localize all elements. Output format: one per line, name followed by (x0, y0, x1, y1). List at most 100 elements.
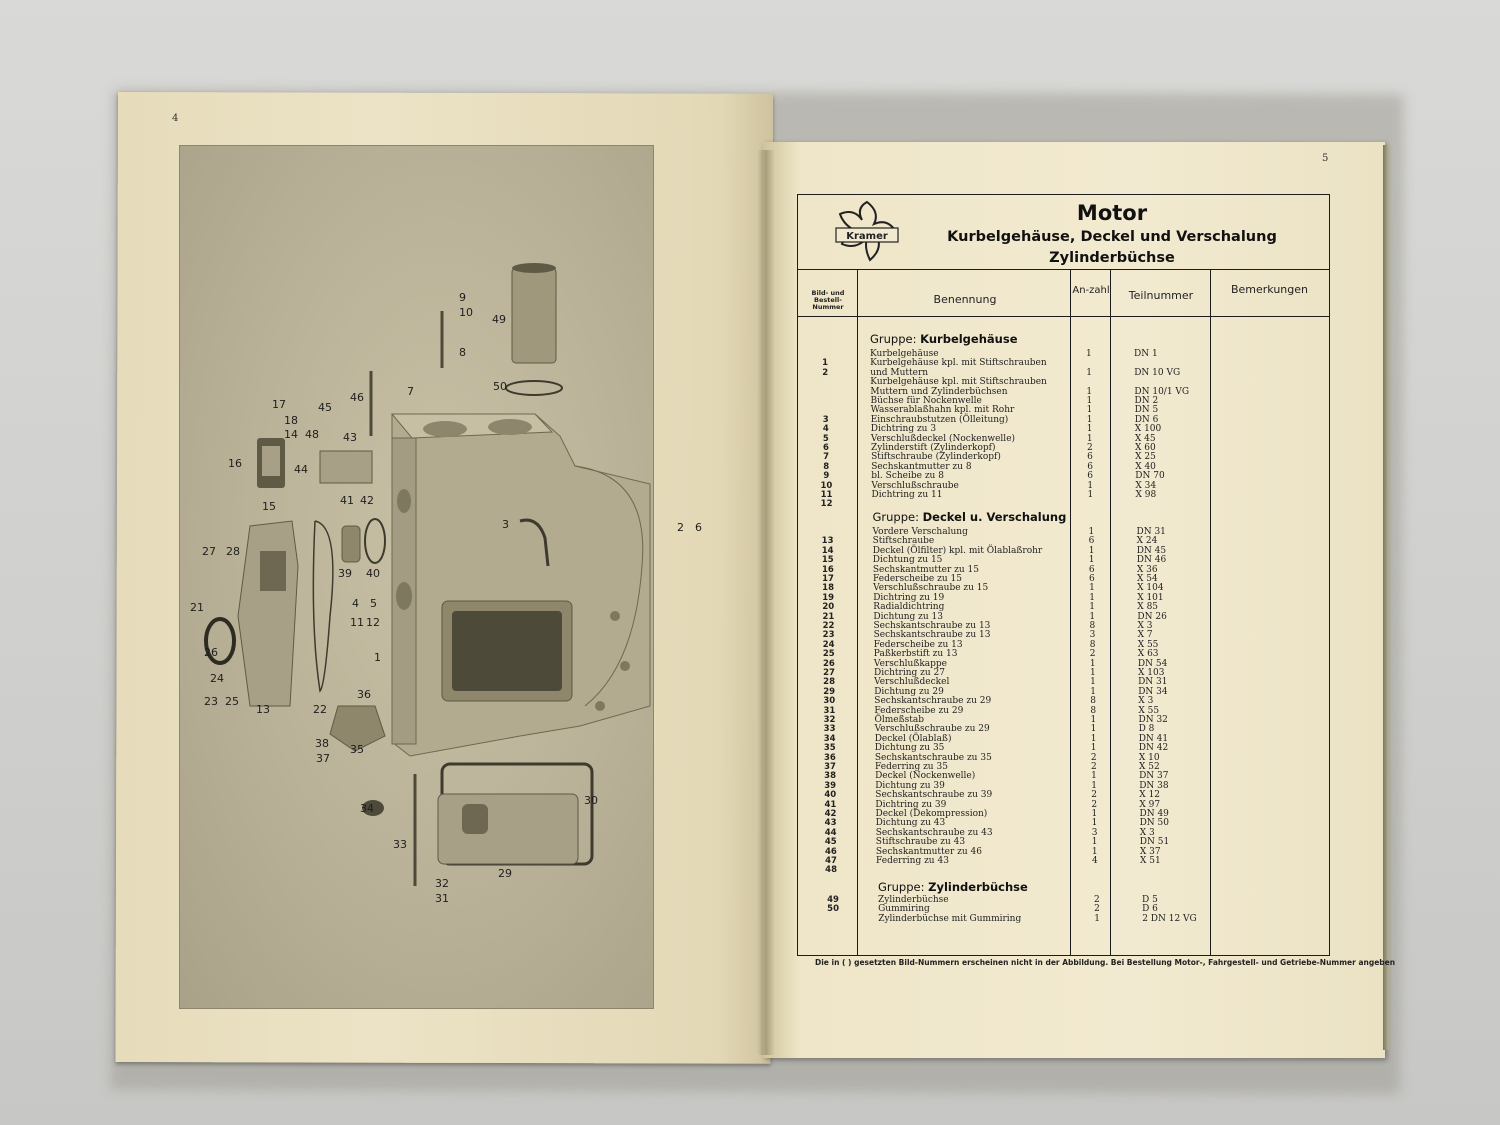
row-benennung: Gummiring (878, 904, 930, 915)
callout-9: 9 (459, 291, 466, 304)
row-teilnummer: X 3 (1138, 696, 1154, 707)
row-benennung: Sechskantschraube zu 43 (875, 827, 993, 838)
row-teilnummer: X 25 (1135, 452, 1156, 463)
row-benennung: Ölmeßstab (874, 715, 925, 725)
row-teilnummer: DN 2 (1134, 396, 1159, 406)
row-benennung: Federscheibe zu 13 (873, 639, 963, 650)
callout-36: 36 (357, 688, 371, 701)
group-label: Gruppe: (872, 510, 923, 524)
row-benennung: Deckel (Ölfilter) kpl. mit Ölablaßrohr (872, 545, 1043, 556)
row-bild-nummer: 37 (824, 762, 836, 772)
row-benennung: Dichtring zu 3 (870, 424, 937, 435)
callout-26: 26 (204, 646, 218, 659)
row-teilnummer: X 7 (1137, 630, 1153, 641)
row-teilnummer: DN 6 (1134, 414, 1159, 425)
row-bild-nummer: 24 (822, 639, 835, 650)
callout-2: 2 (677, 521, 684, 534)
page-gutter (757, 150, 775, 1055)
row-teilnummer: DN 41 (1138, 733, 1169, 744)
callout-42: 42 (360, 494, 374, 507)
row-anzahl: 1 (1089, 602, 1096, 613)
callout-14: 14 (284, 428, 298, 441)
row-teilnummer: X 37 (1139, 846, 1161, 857)
row-teilnummer: X 45 (1134, 433, 1156, 444)
row-anzahl: 2 (1091, 762, 1097, 772)
row-bild-nummer: 44 (824, 827, 837, 838)
row-anzahl: 1 (1086, 367, 1092, 378)
column-divider (1070, 270, 1071, 955)
column-divider (1110, 270, 1111, 955)
row-anzahl: 1 (1088, 555, 1095, 566)
row-bild-nummer: 28 (823, 677, 836, 688)
group-name: Kurbelgehäuse (920, 332, 1018, 346)
row-benennung: Federring zu 43 (876, 856, 949, 866)
row-bild-nummer: 38 (824, 771, 837, 782)
row-teilnummer: D 5 (1142, 895, 1158, 905)
row-bild-nummer: 2 (822, 367, 829, 378)
callout-16: 16 (228, 457, 242, 470)
callout-49: 49 (492, 313, 506, 326)
callout-8: 8 (459, 346, 466, 359)
row-benennung: Verschlußschraube (871, 480, 959, 491)
row-anzahl: 1 (1091, 846, 1098, 857)
row-anzahl: 2 (1090, 752, 1097, 763)
row-teilnummer: DN 1 (1134, 349, 1158, 359)
callout-23: 23 (204, 695, 218, 708)
row-anzahl: 1 (1088, 545, 1095, 556)
callout-31: 31 (435, 892, 449, 905)
row-benennung: Dichtung zu 29 (874, 686, 944, 697)
column-header-anzahl: An-zahl (1072, 285, 1110, 296)
row-bild-nummer: 40 (824, 790, 837, 801)
callout-39: 39 (338, 567, 352, 580)
callout-4: 4 (352, 597, 359, 610)
row-bild-nummer: 9 (823, 471, 830, 482)
row-benennung: und Muttern (870, 367, 929, 378)
row-bild-nummer: 31 (823, 705, 836, 716)
row-anzahl: 1 (1086, 414, 1093, 425)
row-benennung: Sechskantmutter zu 46 (875, 846, 982, 857)
row-teilnummer: DN 32 (1138, 715, 1168, 725)
group-name: Deckel u. Verschalung (922, 510, 1067, 524)
row-bild-nummer: 4 (822, 424, 829, 435)
row-benennung: Sechskantschraube zu 13 (873, 621, 991, 631)
callout-50: 50 (493, 380, 507, 393)
row-bild-nummer: 7 (823, 452, 830, 463)
row-benennung: Verschlußschraube zu 15 (873, 583, 989, 594)
row-anzahl: 2 (1087, 443, 1093, 453)
row-bild-nummer: 6 (823, 443, 829, 453)
callout-29: 29 (498, 867, 512, 880)
row-teilnummer: X 104 (1137, 583, 1164, 594)
row-anzahl: 1 (1094, 913, 1100, 924)
row-bild-nummer: 16 (821, 564, 834, 575)
row-teilnummer: X 54 (1137, 574, 1158, 584)
row-benennung: Dichtung zu 39 (875, 780, 945, 791)
row-teilnummer: X 97 (1139, 799, 1161, 810)
row-benennung: Deckel (Dekompression) (875, 809, 988, 819)
row-anzahl: 6 (1088, 536, 1095, 547)
row-benennung: Zylinderbüchse (878, 895, 949, 905)
callout-10: 10 (459, 306, 473, 319)
callout-3: 3 (502, 518, 509, 531)
row-benennung: Deckel (Nockenwelle) (875, 771, 976, 782)
row-anzahl: 1 (1091, 771, 1097, 782)
left-page-number: 4 (172, 113, 179, 124)
callout-17: 17 (272, 398, 286, 411)
row-bild-nummer: 46 (824, 846, 837, 857)
row-bild-nummer: 32 (823, 715, 836, 725)
callout-35: 35 (350, 743, 364, 756)
callout-40: 40 (366, 567, 380, 580)
group-name: Zylinderbüchse (928, 880, 1028, 894)
row-bild-nummer: 25 (822, 649, 835, 660)
row-benennung: Sechskantschraube zu 35 (874, 752, 992, 763)
callout-13: 13 (256, 703, 270, 716)
logo-text: Kramer (846, 231, 888, 242)
row-anzahl: 1 (1086, 405, 1093, 416)
group-heading: Gruppe: Deckel u. Verschalung (873, 510, 1067, 524)
callout-11: 11 (350, 616, 364, 629)
callout-37: 37 (316, 752, 330, 765)
row-benennung: Verschlußdeckel (Nockenwelle) (870, 433, 1016, 444)
row-benennung: Stiftschraube zu 43 (875, 837, 966, 848)
row-teilnummer: X 63 (1137, 649, 1159, 660)
row-bild-nummer: 45 (824, 837, 837, 848)
row-anzahl: 1 (1091, 837, 1098, 848)
